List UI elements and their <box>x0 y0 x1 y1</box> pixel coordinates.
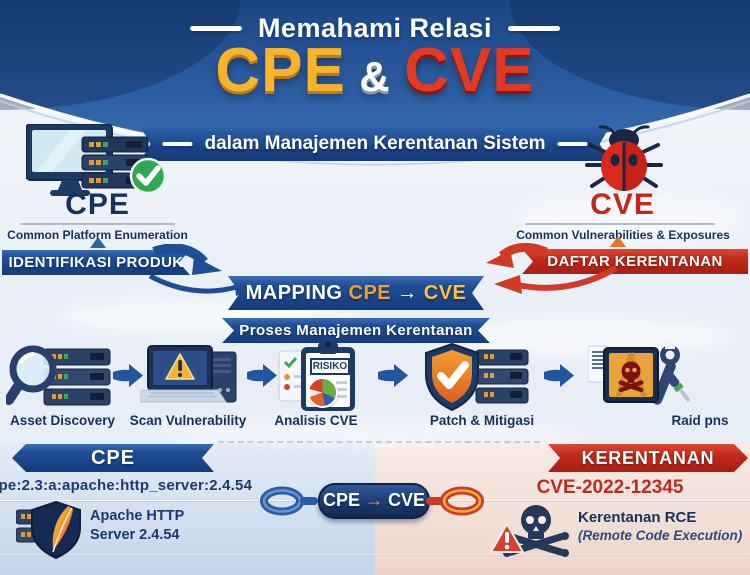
step-label: Asset Discovery <box>9 413 116 428</box>
dashed-divider <box>218 441 540 443</box>
chain-cpe: CPE <box>322 490 360 510</box>
dash-decoration <box>189 26 242 31</box>
curved-arrow-cve-to-mapping <box>486 242 618 294</box>
subtitle-text: dalam Manajemen Kerentanan Sistem <box>204 133 546 154</box>
product-name: Apache HTTP Server 2.4.54 <box>90 507 184 545</box>
up-triangle-orange-icon <box>610 236 626 247</box>
shield-check-icon <box>425 342 529 412</box>
cpe-full-name: Common Platform Enumeration <box>7 228 188 242</box>
chain-arrow-icon: → <box>365 490 383 510</box>
cpe-uri-string: cpe:2.3:a:apache:http_server:2.4.54 <box>0 477 253 494</box>
cve-underline <box>525 223 715 225</box>
pretitle-text: Memahami Relasi <box>257 13 493 43</box>
chain-cve: CVE <box>388 490 426 510</box>
laptop-warning-icon <box>140 345 237 403</box>
pretitle: Memahami Relasi <box>0 13 750 44</box>
process-arrow-icon <box>544 364 574 387</box>
cve-acronym: CVE <box>590 188 655 221</box>
title-ampersand: & <box>359 53 391 100</box>
page-title: CPE & CVE <box>0 40 750 102</box>
monitor-skull-tools-icon <box>588 342 690 405</box>
mapping-cve: CVE <box>423 282 467 304</box>
chain-link-blue-icon <box>260 486 318 516</box>
title-cpe: CPE <box>215 36 346 105</box>
process-banner: Proses Manajemen Kerentanan <box>222 318 490 343</box>
cve-banner: DAFTAR KERENTANAN <box>522 249 748 274</box>
cpe-device-icon <box>26 124 167 196</box>
cve-id: CVE-2022-12345 <box>536 477 684 498</box>
process-arrow-icon <box>378 364 408 387</box>
bug-icon <box>585 125 663 191</box>
cpe-acronym: CPE <box>65 188 130 221</box>
chain-cpe-cve-badge: CPE → CVE <box>318 483 430 519</box>
seam-line <box>0 554 750 556</box>
mapping-word: MAPPING <box>245 282 343 304</box>
dash-decoration <box>508 26 561 31</box>
risk-label: RISIKO <box>310 358 350 375</box>
dash-decoration <box>558 142 588 146</box>
pie-chart-icon <box>307 377 338 408</box>
bottom-cpe-banner: CPE <box>12 444 214 472</box>
cpe-underline <box>20 223 175 225</box>
step-label: Raid pns <box>671 413 729 428</box>
apache-shield-icon <box>16 500 81 560</box>
cve-full-name: Common Vulnerabilities & Exposures <box>516 228 730 242</box>
bottom-kerentanan-banner: KERENTANAN <box>548 444 748 472</box>
magnifier-servers-icon <box>6 345 111 406</box>
product-name-line1: Apache HTTP <box>90 508 185 524</box>
product-name-line2: Server 2.4.54 <box>90 527 180 543</box>
vulnerability-name: Kerentanan RCE <box>578 509 697 526</box>
cloud-decoration <box>520 196 740 242</box>
step-label: Scan Vulnerability <box>129 413 247 428</box>
header-background <box>0 0 750 166</box>
up-triangle-blue-icon <box>90 237 106 248</box>
process-arrow-icon <box>247 364 277 387</box>
chain-link-red-icon <box>426 486 484 516</box>
step-label: Analisis CVE <box>274 413 358 428</box>
step-label: Patch & Mitigasi <box>429 413 535 428</box>
subtitle-ribbon: dalam Manajemen Kerentanan Sistem <box>140 127 609 161</box>
mapping-banner: MAPPING CPE → CVE <box>228 276 484 310</box>
mapping-cpe: CPE <box>348 282 392 304</box>
clipboard-risk-icon: RISIKO <box>277 341 357 413</box>
process-arrow-icon <box>113 364 143 387</box>
vulnerability-detail: (Remote Code Execution) <box>578 528 743 543</box>
skull-warning-icon <box>490 505 569 557</box>
dash-decoration <box>162 142 192 146</box>
title-cve: CVE <box>404 36 535 105</box>
mapping-arrow-icon: → <box>397 282 418 304</box>
